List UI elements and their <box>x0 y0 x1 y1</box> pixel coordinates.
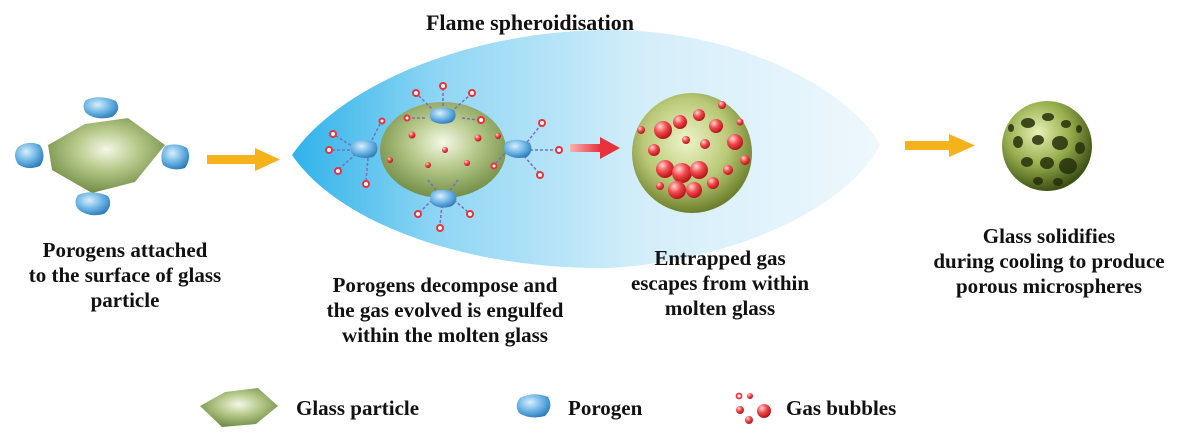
step4-porous-microsphere <box>1002 101 1092 191</box>
step2-molten-particle <box>325 82 563 232</box>
step4-caption: Glass solidifies during cooling to produ… <box>933 224 1165 298</box>
arrow-icon <box>570 137 620 159</box>
porogen-icon <box>504 139 532 158</box>
legend-label-glass-particle: Glass particle <box>296 396 420 420</box>
gas-bubbles-icon <box>637 101 750 199</box>
gas-bubbles-icon <box>325 82 563 232</box>
arrow-icon <box>207 148 280 171</box>
arrow-icon <box>905 134 975 157</box>
porogen-icon <box>75 192 111 216</box>
glass-particle-icon <box>200 388 278 427</box>
porogen-icon <box>430 107 456 124</box>
step3-molten-sphere <box>632 93 752 213</box>
legend-label-porogen: Porogen <box>568 396 643 420</box>
glass-particle-icon <box>48 118 165 193</box>
porogen-icon <box>516 394 551 418</box>
step2-caption: Porogens decompose and the gas evolved i… <box>326 273 564 347</box>
porogen-icon <box>161 144 190 170</box>
gas-bubbles-icon <box>387 131 501 168</box>
porogen-icon <box>350 139 378 158</box>
step1-caption: Porogens attached to the surface of glas… <box>28 238 222 312</box>
legend <box>200 388 771 427</box>
step3-caption: Entrapped gas escapes from within molten… <box>630 246 810 320</box>
legend-label-gas-bubbles: Gas bubbles <box>786 396 897 420</box>
step1-particle <box>15 97 190 216</box>
porogen-icon <box>83 97 119 119</box>
porogen-icon <box>430 189 457 208</box>
porogen-icon <box>15 142 44 169</box>
diagram-title: Flame spheroidisation <box>425 10 634 35</box>
gas-bubbles-icon <box>735 392 771 424</box>
